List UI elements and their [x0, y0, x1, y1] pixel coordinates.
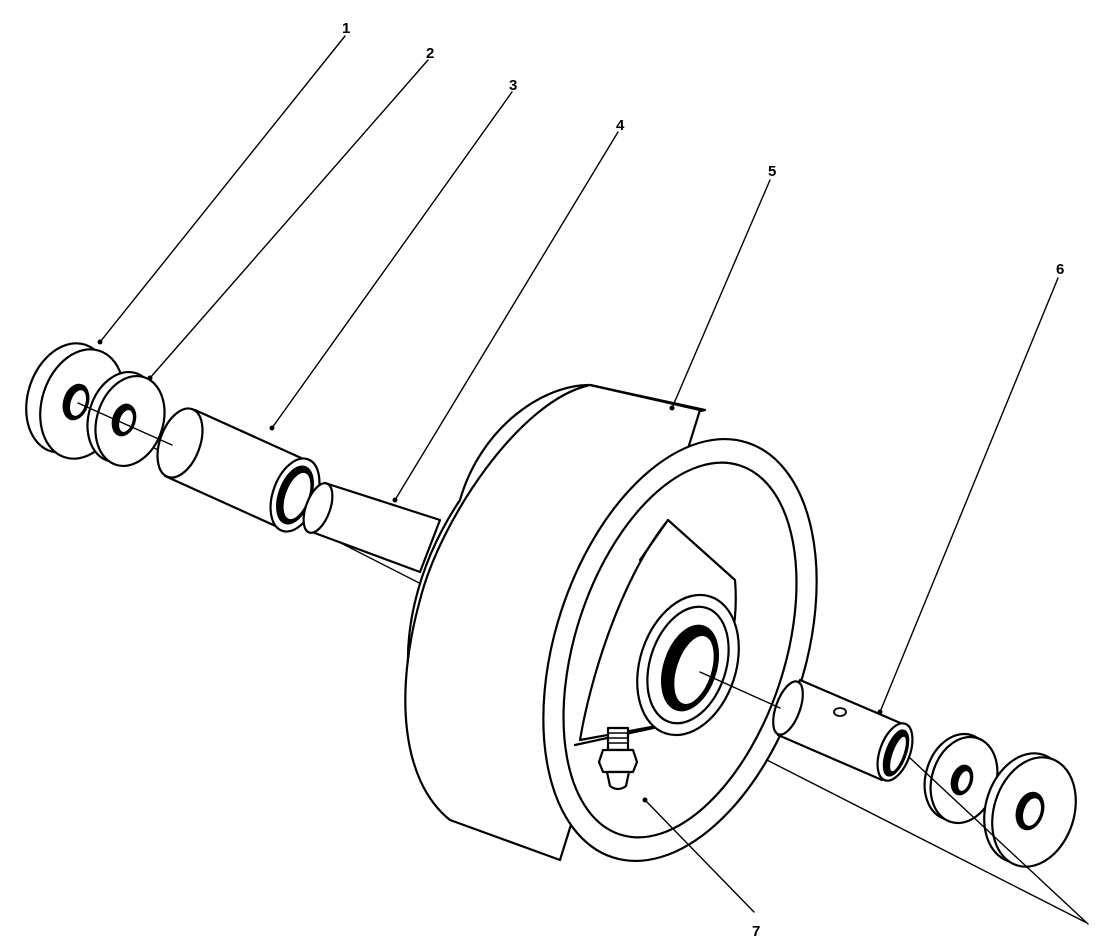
- leader-line-1: [99, 35, 346, 343]
- callout-7: 7: [752, 923, 760, 940]
- leader-line-3: [271, 91, 513, 429]
- leader-dot-6: [877, 709, 883, 715]
- callout-5: 5: [768, 163, 776, 180]
- right-outer-washer: [983, 752, 1077, 868]
- axis-line-right-end: [909, 757, 1089, 925]
- axis-line-right: [699, 671, 781, 709]
- callout-6: 6: [1056, 261, 1064, 278]
- callout-1: 1: [342, 20, 350, 37]
- leader-line-5: [671, 179, 771, 409]
- callout-labels: 1 2 3 4 5 6 7: [342, 20, 1064, 940]
- leader-lines: [97, 35, 1059, 913]
- part-4-axle-shaft: [302, 481, 442, 574]
- part-3-bearing-sleeve: [156, 407, 321, 533]
- leader-dot-1: [97, 339, 103, 345]
- leader-dot-2: [147, 375, 153, 381]
- part-7-grease-fitting: [597, 726, 639, 791]
- leader-dot-4: [392, 497, 398, 503]
- leader-dot-3: [269, 425, 275, 431]
- leader-line-2: [149, 59, 429, 379]
- leader-dot-7: [642, 797, 648, 803]
- part-2-inner-washer: [86, 370, 166, 468]
- leader-dot-5: [669, 405, 675, 411]
- leader-line-4: [394, 131, 619, 501]
- right-inner-washer: [923, 732, 999, 825]
- axis-line-left: [77, 402, 173, 446]
- callout-4: 4: [616, 117, 625, 134]
- part-5-wheel: [404, 383, 818, 862]
- part-6-right-sleeve: [772, 678, 914, 782]
- leader-line-6: [879, 277, 1059, 713]
- callout-3: 3: [509, 77, 517, 94]
- callout-2: 2: [426, 45, 434, 62]
- leader-line-7: [644, 799, 755, 913]
